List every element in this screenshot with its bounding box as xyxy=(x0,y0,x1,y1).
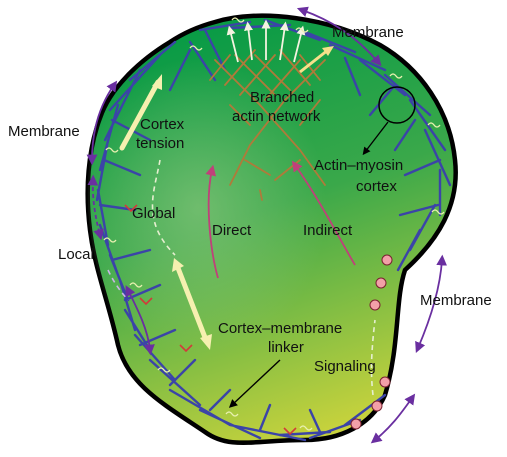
label-actin-myosin: Actin–myosin xyxy=(314,157,403,174)
label-membrane-left: Membrane xyxy=(8,123,80,140)
label-membrane-top: Membrane xyxy=(332,24,404,41)
label-tension: tension xyxy=(136,135,184,152)
label-linker: linker xyxy=(268,339,304,356)
label-local: Local xyxy=(58,246,94,263)
label-signaling: Signaling xyxy=(314,358,376,375)
label-cortex: Cortex xyxy=(140,116,185,133)
label-actin-myosin-cortex: cortex xyxy=(356,178,397,195)
label-branched: Branched xyxy=(250,89,314,106)
label-direct: Direct xyxy=(212,222,252,239)
label-indirect: Indirect xyxy=(303,222,353,239)
label-cortex-membrane: Cortex–membrane xyxy=(218,320,342,337)
label-membrane-right: Membrane xyxy=(420,292,492,309)
label-actin-network: actin network xyxy=(232,108,321,125)
label-global: Global xyxy=(132,205,175,222)
